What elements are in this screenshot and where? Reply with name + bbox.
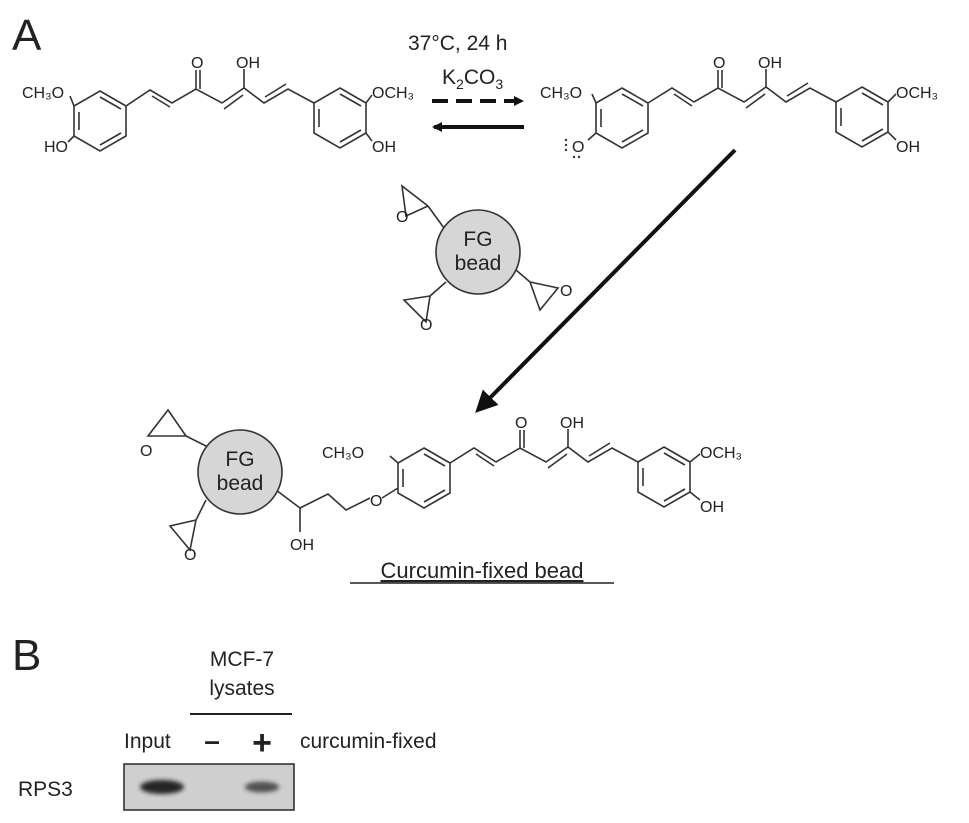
- blot-band-input: [140, 780, 184, 794]
- product-bead-label-1: FG: [225, 448, 254, 471]
- left-och3: CH₃O: [22, 85, 64, 102]
- phenoxide-oh-right: OH: [896, 139, 920, 156]
- phenoxide-o: O: [572, 139, 584, 156]
- product-ether-o: O: [370, 493, 382, 510]
- coupling-arrow: [475, 148, 737, 413]
- phenoxide-ring: [595, 87, 649, 149]
- product-bead-circle: [197, 429, 283, 515]
- phenoxide-och3: CH₃O: [540, 85, 582, 102]
- western-blot: [123, 763, 295, 811]
- product-linker-oh: OH: [290, 537, 314, 554]
- right-ring: [835, 86, 889, 148]
- blot-band-plus: [244, 781, 280, 793]
- product-och3-right: OCH₃: [700, 445, 742, 462]
- left-mol-right-ring: [313, 87, 367, 149]
- left-och3-right: OCH₃: [372, 85, 414, 102]
- epoxide-o-top: O: [396, 209, 408, 226]
- product-epoxide-o-bottom: O: [184, 547, 196, 564]
- phenoxide-och3-right: OCH₃: [896, 85, 938, 102]
- lane-label-plus: +: [252, 724, 272, 762]
- product-left-ring: [397, 447, 451, 509]
- left-benzene-ring: [73, 90, 127, 152]
- product-right-ring: [637, 446, 691, 508]
- lane-label-minus: –: [204, 725, 220, 756]
- curcumin-molecule-left: [67, 69, 373, 152]
- curcumin-fixed-bead-product: O O FG bead CH₃O O OH O OH OCH₃ OH: [140, 408, 742, 564]
- left-enol-oh: OH: [236, 55, 260, 72]
- product-epoxide-o-top: O: [140, 443, 152, 460]
- lane-label-input: Input: [124, 730, 171, 753]
- left-ho: HO: [44, 139, 68, 156]
- reaction-condition-base: K2CO3: [442, 66, 503, 92]
- panel-b-label: B: [12, 631, 41, 680]
- phenoxide-ketone-o: O: [713, 55, 725, 72]
- phenoxide-enol-oh: OH: [758, 55, 782, 72]
- fg-bead-label-1: FG: [463, 228, 492, 251]
- fg-bead-middle: O O O FG bead: [396, 184, 572, 334]
- fg-bead-circle: [435, 209, 521, 295]
- curcumin-phenoxide-right: [587, 69, 897, 149]
- reaction-condition-temp-time: 37°C, 24 h: [408, 32, 507, 55]
- left-oh-right: OH: [372, 139, 396, 156]
- epoxide-o-left: O: [420, 317, 432, 334]
- panel-a-label: A: [12, 11, 42, 60]
- phenoxide-lone-pairs: [564, 138, 581, 159]
- fg-bead-label-2: bead: [455, 252, 502, 275]
- product-ketone-o: O: [515, 415, 527, 432]
- left-ketone-o: O: [191, 55, 203, 72]
- blot-bands: [140, 780, 280, 794]
- product-bead-label-2: bead: [217, 472, 264, 495]
- product-caption: Curcumin-fixed bead: [381, 558, 584, 583]
- product-enol-oh: OH: [560, 415, 584, 432]
- product-och3: CH₃O: [322, 445, 364, 462]
- protein-label-rps3: RPS3: [18, 778, 73, 801]
- lane-label-curcumin-fixed: curcumin-fixed: [300, 730, 437, 753]
- product-oh-right: OH: [700, 499, 724, 516]
- group-label-lysates: lysates: [209, 677, 274, 700]
- group-label-cell-line: MCF-7: [210, 648, 274, 671]
- epoxide-o-right: O: [560, 283, 572, 300]
